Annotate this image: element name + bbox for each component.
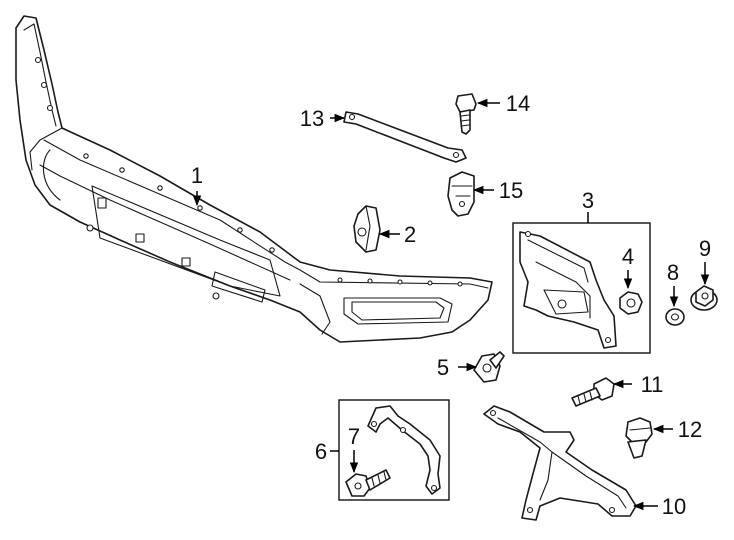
callout-7: 7 — [348, 424, 360, 449]
flange-nut-9-part[interactable] — [690, 285, 718, 311]
washer-8-part[interactable] — [665, 308, 685, 326]
push-pin-clip-12-part[interactable] — [625, 417, 653, 459]
bracket-group-6-part[interactable] — [338, 399, 450, 501]
brace-strap-part[interactable] — [343, 111, 467, 163]
callout-11: 11 — [641, 372, 664, 397]
bracket-assembly-group-part[interactable] — [512, 222, 651, 354]
callout-13: 13 — [300, 106, 324, 131]
callout-8: 8 — [667, 260, 679, 285]
clip-15-part[interactable] — [447, 171, 475, 217]
callout-9: 9 — [699, 236, 711, 261]
support-bracket-10-part[interactable] — [483, 405, 637, 521]
front-bumper-cover[interactable] — [15, 15, 493, 343]
bolt-11-part[interactable] — [571, 377, 615, 407]
bracket-clip-part[interactable] — [353, 205, 381, 253]
callout-6: 6 — [315, 439, 327, 464]
callout-5: 5 — [437, 355, 449, 380]
callout-12: 12 — [678, 417, 702, 442]
callout-1: 1 — [191, 163, 203, 188]
callout-3: 3 — [582, 188, 594, 213]
callout-4: 4 — [622, 244, 634, 269]
bolt-5-part[interactable] — [473, 351, 505, 383]
callout-14: 14 — [506, 91, 530, 116]
callout-15: 15 — [499, 178, 523, 203]
nut-4-part[interactable] — [619, 291, 643, 315]
callout-2: 2 — [404, 222, 416, 247]
bolt-14-part[interactable] — [455, 93, 477, 135]
callout-10: 10 — [662, 494, 686, 519]
bolt-7-part[interactable] — [345, 469, 391, 497]
